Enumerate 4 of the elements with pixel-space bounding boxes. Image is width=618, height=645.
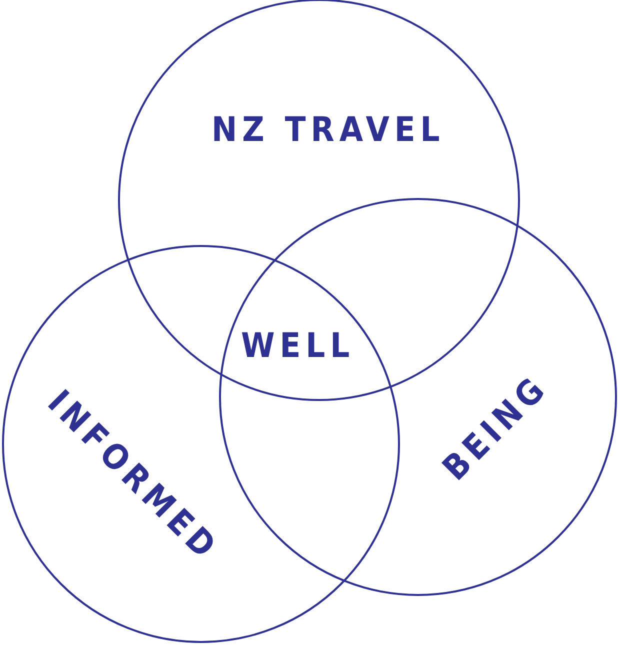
overlap-label: WELL <box>241 329 355 363</box>
circle-label: NZ TRAVEL <box>212 113 445 147</box>
circle <box>2 245 400 643</box>
circle <box>219 198 617 596</box>
